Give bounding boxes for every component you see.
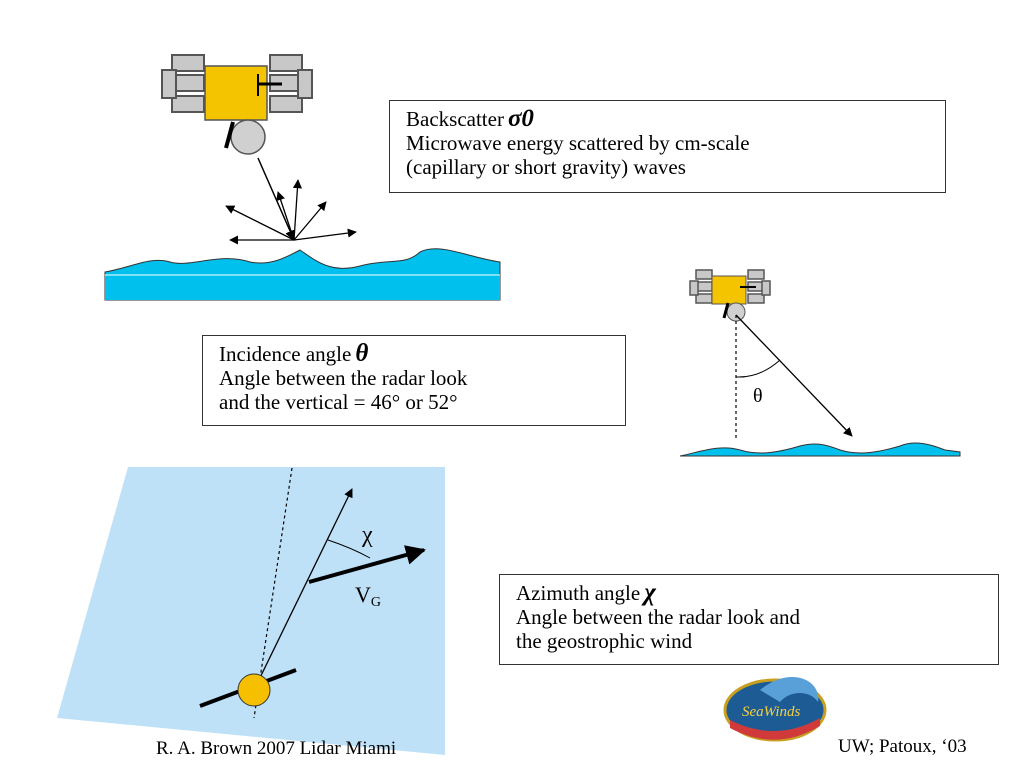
backscatter-title: Backscatter xyxy=(406,107,504,131)
radar-beam-arrow xyxy=(257,157,296,241)
azimuth-line2: Angle between the radar look and xyxy=(516,605,800,629)
backscatter-line3: (capillary or short gravity) waves xyxy=(406,155,686,179)
seawinds-logo: SeaWinds xyxy=(723,677,827,742)
incidence-satellite xyxy=(689,269,771,322)
incidence-angle-label: θ xyxy=(753,385,763,407)
azimuth-symbol: χ xyxy=(644,579,656,606)
incidence-symbol: θ xyxy=(355,340,369,367)
incidence-line2: Angle between the radar look xyxy=(219,366,468,390)
wind-vector-label: VG xyxy=(355,582,381,610)
logo-wordmark: SeaWinds xyxy=(742,704,800,720)
azimuth-title: Azimuth angle xyxy=(516,581,641,605)
scatter-arrows xyxy=(225,179,357,245)
incidence-geometry: θ xyxy=(735,314,853,440)
footer-credit-right: UW; Patoux, ‘03 xyxy=(838,736,967,757)
footer-credit-left: R. A. Brown 2007 Lidar Miami xyxy=(156,738,397,759)
backscatter-symbol: σ0 xyxy=(507,105,534,132)
incidence-title: Incidence angle xyxy=(219,342,352,366)
backscatter-line2: Microwave energy scattered by cm-scale xyxy=(406,131,750,155)
ocean-surface xyxy=(104,248,501,301)
backscatter-satellite xyxy=(161,54,313,155)
azimuth-angle-label: χ xyxy=(361,522,373,548)
incidence-line3: and the vertical = 46° or 52° xyxy=(219,390,458,414)
azimuth-panel: χ VG xyxy=(57,467,445,755)
incidence-ocean-surface xyxy=(679,442,961,457)
azimuth-line3: the geostrophic wind xyxy=(516,629,693,653)
